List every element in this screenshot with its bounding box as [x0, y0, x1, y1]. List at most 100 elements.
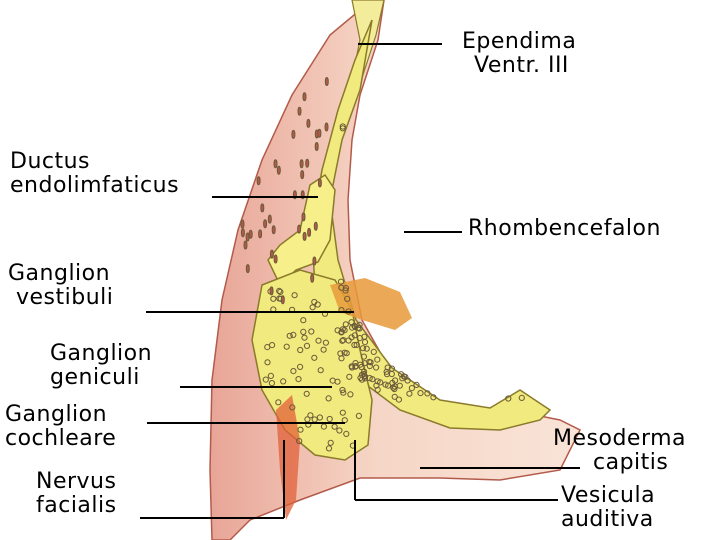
label-mesoderma: Mesoderma capitis [553, 426, 687, 475]
cell-nucleus [301, 334, 308, 341]
cell-nucleus [342, 287, 349, 294]
cell-nucleus [384, 364, 391, 371]
cell-nucleus [366, 375, 373, 382]
cell-nucleus [413, 381, 420, 388]
cell-nucleus [391, 393, 398, 400]
cell-nucleus [306, 118, 311, 128]
cell-nucleus [269, 286, 274, 296]
cell-nucleus [276, 287, 283, 294]
cell-nucleus [373, 364, 380, 371]
label-nervus-facialis: Nervus facialis [36, 469, 117, 518]
cell-nucleus [297, 363, 304, 370]
cell-nucleus [341, 327, 348, 334]
mesoderma-region [209, 0, 582, 540]
cell-nucleus [303, 342, 311, 349]
cell-nucleus [399, 375, 406, 382]
cell-nucleus [309, 304, 316, 311]
cell-nucleus [297, 426, 304, 433]
label-ductus: Ductus endolimfaticus [10, 149, 180, 198]
cell-nucleus [273, 159, 278, 169]
cell-nucleus [307, 227, 312, 237]
cell-nucleus [302, 92, 307, 102]
cell-nucleus [366, 362, 373, 370]
label-ependima: Ependima Ventr. III [462, 29, 577, 78]
cell-nucleus [300, 317, 307, 324]
cell-nucleus [317, 178, 322, 188]
cell-nucleus [299, 159, 304, 169]
cell-nucleus [388, 365, 395, 372]
cell-nucleus [383, 368, 390, 375]
cell-nucleus [248, 229, 253, 239]
cell-nucleus [351, 341, 358, 349]
cell-nucleus [300, 170, 305, 180]
cell-nucleus [341, 349, 348, 356]
cell-nucleus [308, 328, 315, 335]
cell-nucleus [256, 176, 261, 186]
cell-nucleus [343, 430, 350, 437]
cell-nucleus [316, 414, 323, 421]
cell-nucleus [277, 288, 284, 295]
cell-nucleus [314, 142, 319, 151]
cell-nucleus [359, 345, 367, 352]
cell-nucleus [322, 339, 329, 346]
cell-nucleus [313, 221, 318, 231]
cell-nucleus [361, 333, 368, 340]
cell-nucleus [336, 427, 343, 434]
cell-nucleus [358, 371, 365, 378]
cell-nucleus [297, 106, 302, 116]
cell-nucleus [344, 295, 351, 302]
cell-nucleus [391, 383, 398, 390]
cell-nucleus [315, 337, 322, 344]
cell-nucleus [297, 224, 302, 234]
cell-nucleus [305, 158, 310, 168]
label-ganglion-geniculi: Ganglion geniculi [50, 341, 153, 390]
cell-nucleus [373, 382, 380, 389]
cell-nucleus [334, 378, 341, 385]
cell-nucleus [270, 295, 277, 302]
cell-nucleus [424, 390, 431, 397]
cell-nucleus [268, 380, 275, 387]
cell-nucleus [325, 445, 333, 452]
cell-nucleus [300, 328, 307, 335]
cell-nucleus [338, 355, 345, 362]
cell-nucleus [271, 225, 276, 235]
label-vesicula: Vesicula auditiva [561, 483, 656, 532]
cell-nucleus [295, 376, 302, 383]
cell-nucleus [303, 390, 310, 397]
cell-nucleus [353, 341, 360, 348]
cell-nucleus [283, 343, 290, 350]
cell-nucleus [290, 331, 297, 338]
cell-nucleus [360, 353, 367, 360]
cell-nucleus [317, 128, 322, 138]
leader-lines [140, 43, 580, 519]
cell-nucleus [326, 415, 333, 423]
cell-nucleus [339, 123, 346, 130]
cell-nuclei [240, 77, 525, 452]
cell-nucleus [327, 439, 334, 446]
cell-nucleus [243, 240, 248, 250]
cell-nucleus [297, 346, 304, 354]
cell-nucleus [505, 395, 512, 402]
cell-nucleus [280, 378, 287, 385]
cell-nucleus [312, 256, 317, 266]
cell-nucleus [311, 298, 318, 306]
cell-nucleus [311, 354, 318, 361]
cell-nucleus [374, 356, 381, 363]
cell-nucleus [317, 367, 324, 374]
cell-nucleus [324, 77, 329, 86]
cell-nucleus [358, 363, 365, 371]
cell-nucleus [290, 368, 297, 375]
cell-nucleus [245, 232, 250, 242]
cell-nucleus [339, 409, 346, 416]
cell-nucleus [334, 327, 341, 334]
cell-nucleus [391, 385, 398, 393]
cell-nucleus [291, 129, 296, 139]
cell-nucleus [351, 322, 358, 329]
cell-nucleus [518, 394, 525, 401]
cell-nucleus [417, 390, 424, 397]
cell-nucleus [363, 345, 370, 352]
cell-nucleus [262, 376, 269, 383]
cell-nucleus [240, 228, 245, 238]
cell-nucleus [395, 396, 402, 403]
cell-nucleus [304, 416, 311, 423]
